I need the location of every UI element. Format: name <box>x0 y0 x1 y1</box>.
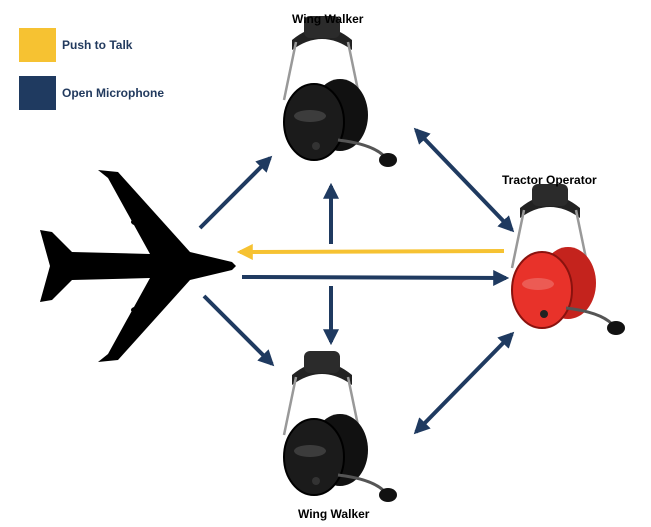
push-to-talk-label: Push to Talk <box>62 38 133 52</box>
headset-icon <box>510 184 625 335</box>
bottom-wing-walker-label: Wing Walker <box>298 507 370 521</box>
top-wing-walker-label: Wing Walker <box>292 12 364 26</box>
arrow-plane-to-top-wing-walker <box>198 155 273 230</box>
open-microphone-label: Open Microphone <box>62 86 164 100</box>
arrow-bottom-wing-walker-tractor-operator <box>413 331 515 435</box>
arrow-plane-to-bottom-wing-walker <box>202 294 275 367</box>
headset-icon <box>282 14 399 169</box>
tractor-operator-label: Tractor Operator <box>502 173 597 187</box>
arrow-plane-to-tractor-operator <box>241 269 510 286</box>
open-microphone-swatch <box>19 76 56 110</box>
arrow-top-wing-walker-tractor-operator <box>413 127 515 233</box>
headset-icon <box>282 349 399 504</box>
arrow-tractor-operator-to-plane <box>236 243 505 260</box>
legend-open-microphone: Open Microphone <box>19 76 164 110</box>
airplane-icon <box>40 170 236 362</box>
legend-push-to-talk: Push to Talk <box>19 28 132 62</box>
push-to-talk-swatch <box>19 28 56 62</box>
